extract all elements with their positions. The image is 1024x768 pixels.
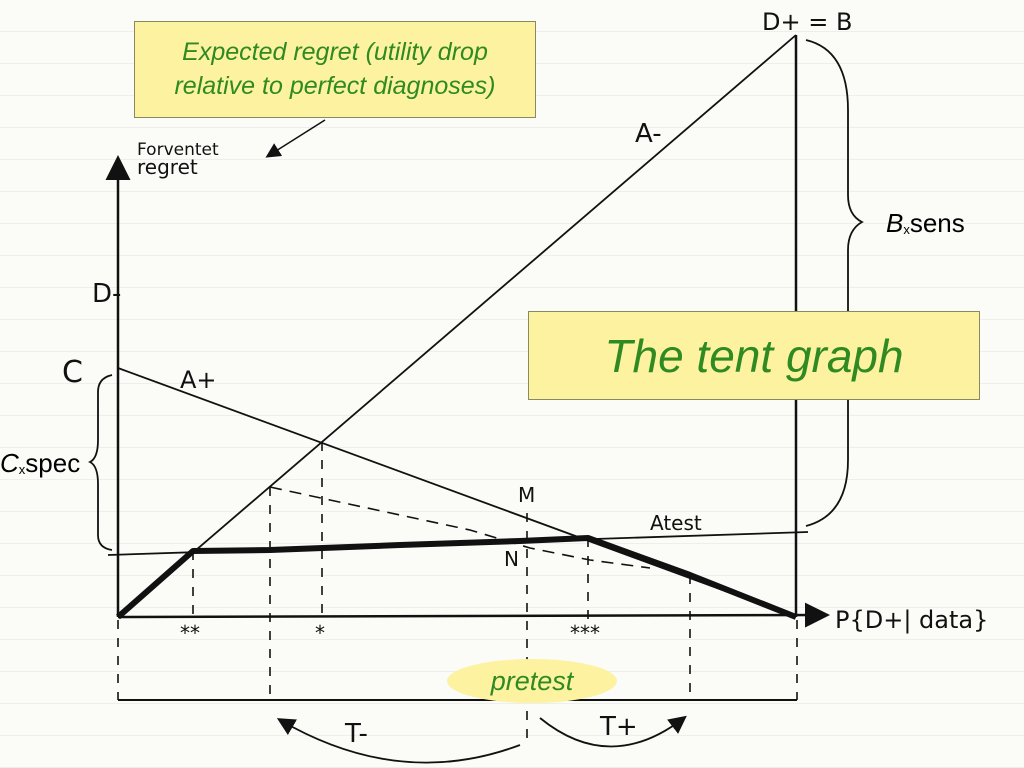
y-axis-label-line2: regret	[137, 155, 198, 179]
tent-graph-title: The tent graph	[528, 311, 980, 400]
label-m: M	[518, 483, 535, 507]
regret-envelope	[116, 535, 798, 620]
y-axis-label-line1: Forventet	[137, 140, 219, 160]
label-t-plus: T+	[599, 712, 638, 742]
label-a-minus: A-	[635, 119, 662, 149]
label-a-plus: A+	[180, 366, 217, 394]
mark-triple-star: ***	[570, 621, 600, 645]
brace-cspec	[87, 374, 113, 551]
dashed-construction-line	[269, 486, 651, 569]
x-axis-label: P{D+| data}	[835, 606, 988, 634]
label-a-test: Atest	[650, 511, 702, 535]
x-axis	[117, 602, 830, 628]
t-minus-arrow	[276, 718, 521, 764]
label-n: N	[504, 547, 519, 571]
line-a-minus	[117, 34, 797, 618]
pretest-annotation: pretest	[447, 659, 617, 703]
label-c: C	[62, 355, 83, 390]
cspec-label: Cxspec	[0, 448, 81, 478]
label-d-minus: D-	[92, 279, 121, 309]
mark-single-star: *	[315, 621, 325, 645]
label-t-minus: T-	[344, 719, 368, 749]
brace-bsens	[805, 39, 864, 527]
label-d-plus-b: D+ = B	[762, 8, 852, 36]
mark-double-star: **	[180, 621, 200, 645]
t-plus-arrow	[539, 715, 687, 748]
bsens-label: Bxsens	[886, 208, 965, 238]
expected-regret-annotation: Expected regret (utility drop relative t…	[134, 21, 536, 118]
annotation-arrow	[265, 119, 326, 158]
